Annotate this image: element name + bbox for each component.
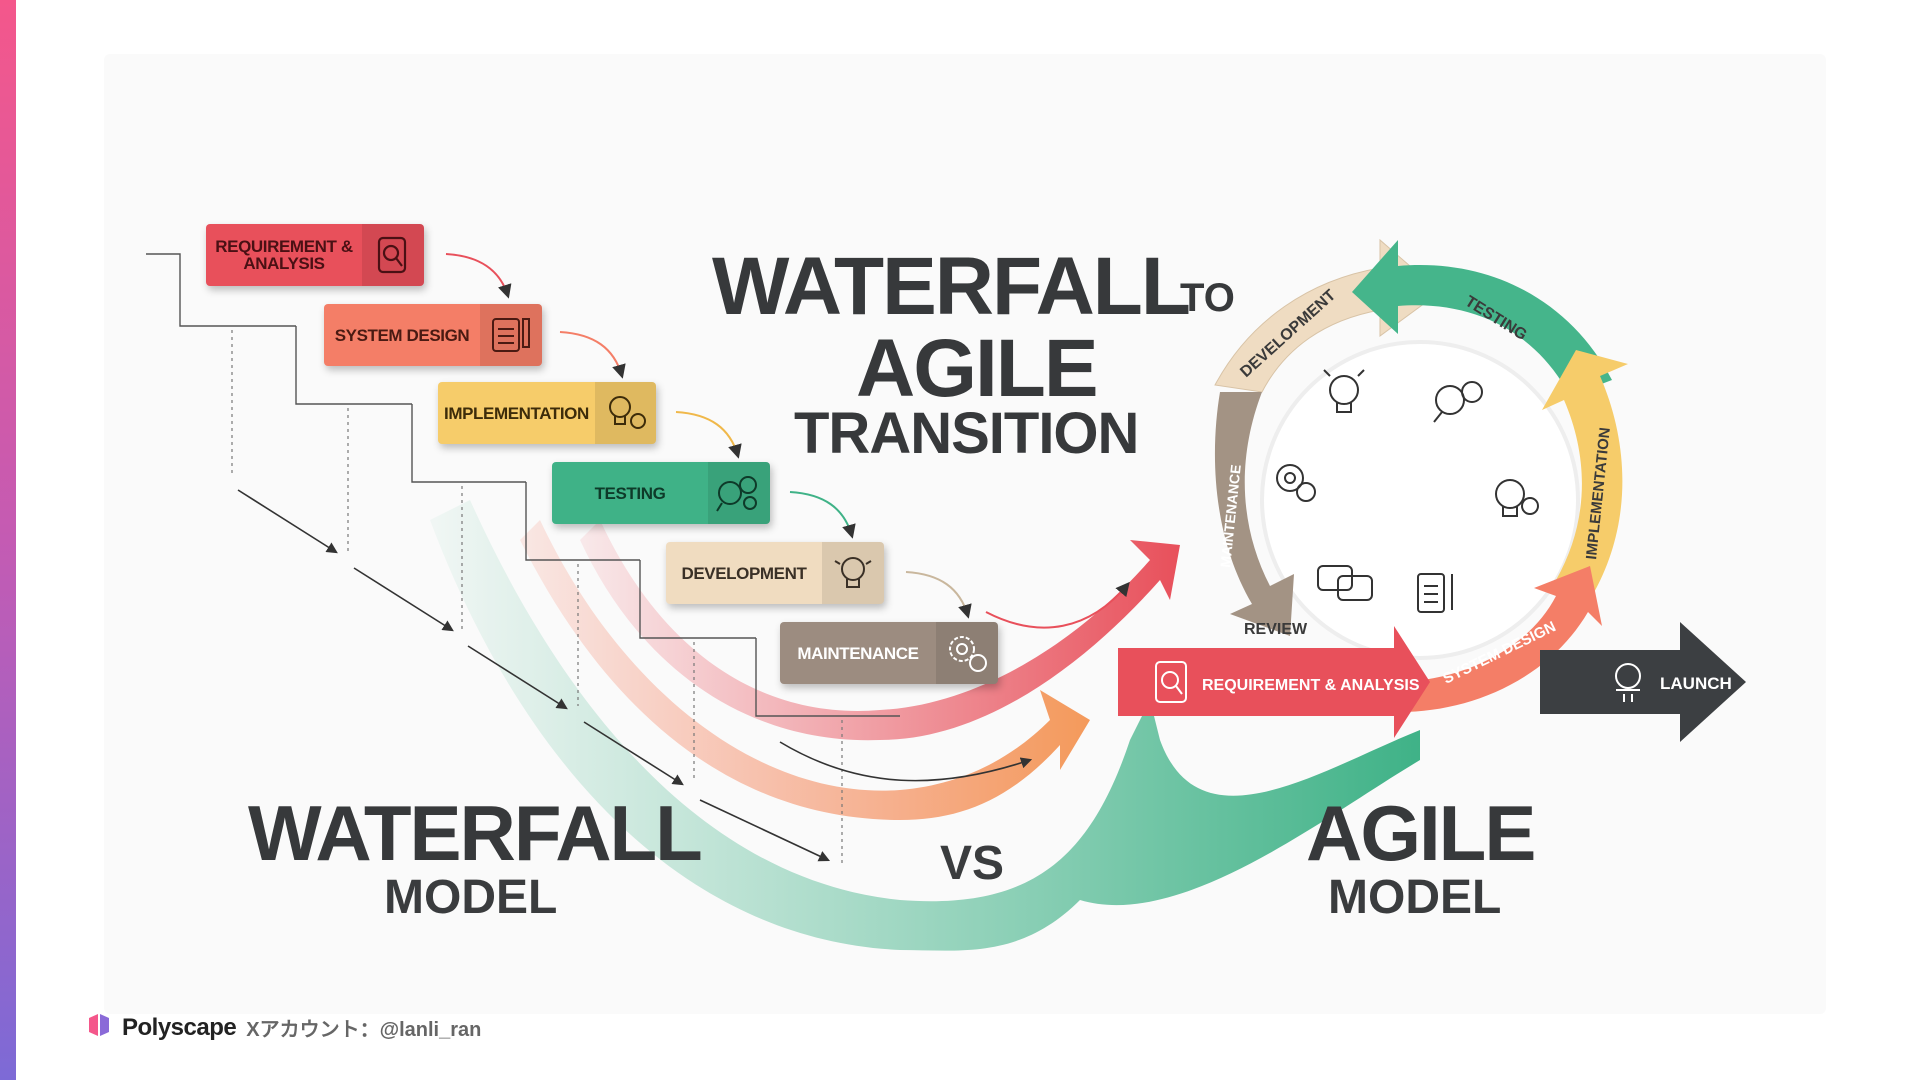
requirement-magnifier-icon bbox=[1155, 661, 1187, 703]
cycle-document-pencil-icon bbox=[1417, 573, 1453, 613]
agile-launch-label: LAUNCH bbox=[1660, 674, 1732, 693]
waterfall-subheading: MODEL bbox=[384, 871, 558, 924]
gears-search-icon bbox=[708, 462, 770, 524]
waterfall-step-label: DEVELOPMENT bbox=[681, 563, 807, 583]
waterfall-step-implementation: IMPLEMENTATION bbox=[438, 382, 656, 444]
cycle-gears-icon bbox=[1276, 464, 1316, 502]
waterfall-dotted-drops bbox=[231, 330, 843, 866]
title-transition: TRANSITION bbox=[794, 401, 1139, 466]
cycle-arc-maintenance bbox=[1214, 392, 1294, 636]
agile-inner-icons bbox=[1276, 369, 1539, 613]
waterfall-heading: WATERFALL bbox=[248, 789, 703, 877]
footer-brand: Polyscape bbox=[122, 1013, 237, 1041]
waterfall-diagonal-arrows bbox=[237, 489, 1033, 862]
title-agile: AGILE bbox=[856, 323, 1099, 414]
waterfall-step-maintenance: MAINTENANCE bbox=[780, 622, 998, 684]
cycle-arc-testing bbox=[1352, 240, 1612, 396]
agile-launch-arrow bbox=[1540, 622, 1746, 742]
waterfall-step-label: IMPLEMENTATION bbox=[444, 403, 589, 423]
magnifier-icon bbox=[362, 224, 424, 286]
cycle-label-review: REVIEW bbox=[1244, 621, 1308, 638]
red-flow-band bbox=[580, 520, 1180, 741]
document-pencil-icon bbox=[480, 304, 542, 366]
accent-bar bbox=[0, 0, 16, 1080]
footer-account: Xアカウント：@lanli_ran bbox=[246, 1019, 482, 1041]
agile-cycle bbox=[1214, 238, 1628, 712]
waterfall-step-label: SYSTEM DESIGN bbox=[334, 325, 470, 345]
waterfall-step-label: REQUIREMENT & ANALYSIS bbox=[215, 237, 353, 273]
cycle-lightbulb-gear-icon bbox=[1495, 479, 1539, 517]
cycle-arc-system-design bbox=[1400, 566, 1602, 712]
waterfall-step-system-design: SYSTEM DESIGN bbox=[324, 304, 542, 366]
title-waterfall: WATERFALL bbox=[712, 241, 1191, 332]
agile-requirement-label: REQUIREMENT & ANALYSIS bbox=[1202, 677, 1420, 694]
cycle-chat-bubbles-icon bbox=[1317, 565, 1373, 601]
cycle-arc-implementation bbox=[1542, 350, 1628, 596]
agile-requirement-arrow bbox=[1118, 626, 1430, 738]
waterfall-step-testing: TESTING bbox=[552, 462, 770, 524]
launch-rocket-icon bbox=[1615, 663, 1641, 702]
waterfall-curved-arrows bbox=[445, 253, 1130, 629]
waterfall-step-development: DEVELOPMENT bbox=[666, 542, 884, 604]
waterfall-staircase-lines bbox=[146, 253, 900, 717]
waterfall-step-requirement: REQUIREMENT & ANALYSIS bbox=[206, 224, 424, 286]
cycle-gears-search-icon bbox=[1433, 381, 1483, 423]
cycle-lightbulb-icon bbox=[1323, 369, 1365, 413]
title-to: TO bbox=[1180, 276, 1235, 320]
vs-label: VS bbox=[940, 837, 1005, 890]
polyscape-logo-icon bbox=[86, 1012, 112, 1043]
waterfall-step-label: TESTING bbox=[594, 483, 666, 503]
lightbulb-gear-icon bbox=[594, 382, 656, 444]
footer: Polyscape Xアカウント：@lanli_ran bbox=[86, 1012, 481, 1043]
green-flow-band bbox=[430, 500, 1420, 951]
gears-icon bbox=[936, 622, 998, 684]
lightbulb-icon bbox=[822, 542, 884, 604]
waterfall-step-label: MAINTENANCE bbox=[797, 643, 919, 663]
salmon-flow-band bbox=[520, 520, 1090, 820]
agile-heading: AGILE bbox=[1306, 789, 1536, 877]
agile-subheading: MODEL bbox=[1328, 871, 1502, 924]
